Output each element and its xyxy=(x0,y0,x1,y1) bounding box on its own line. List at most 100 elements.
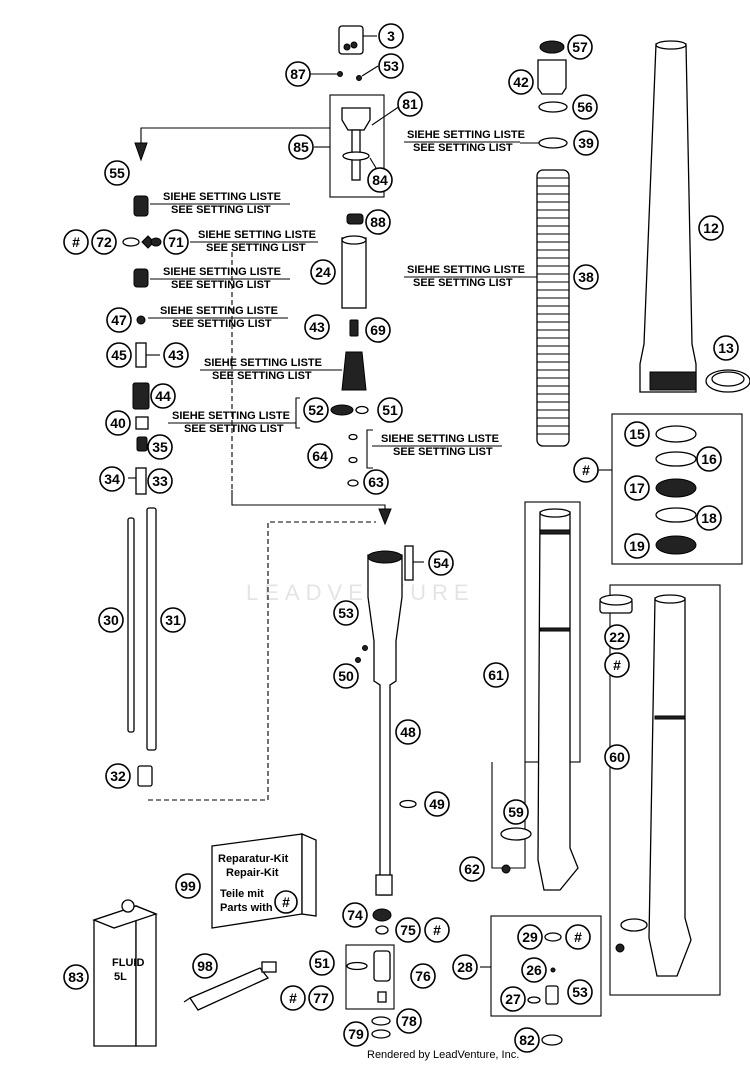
callout-62[interactable]: 62 xyxy=(459,856,485,882)
part-83-fluid-can[interactable] xyxy=(92,899,158,1047)
callout-16[interactable]: 16 xyxy=(696,446,722,472)
part-61-inner-tube[interactable] xyxy=(524,501,581,891)
callout-57[interactable]: 57 xyxy=(567,34,593,60)
callout-51b[interactable]: 51 xyxy=(309,950,335,976)
part-44-spring[interactable] xyxy=(132,382,150,410)
part-88-cap[interactable] xyxy=(346,213,364,225)
callout-12[interactable]: 12 xyxy=(698,215,724,241)
callout-52[interactable]: 52 xyxy=(303,397,329,423)
callout-72h[interactable]: # xyxy=(63,229,89,255)
part-24-cylinder[interactable] xyxy=(341,235,367,309)
callout-98[interactable]: 98 xyxy=(192,953,218,979)
callout-79[interactable]: 79 xyxy=(343,1021,369,1047)
callout-32[interactable]: 32 xyxy=(105,763,131,789)
part-shim-stack-2[interactable] xyxy=(133,268,149,288)
callout-29[interactable]: 29 xyxy=(517,924,543,950)
part-shim-stack-1[interactable] xyxy=(133,195,149,217)
callout-61[interactable]: 61 xyxy=(483,662,509,688)
part-3-cap[interactable] xyxy=(338,25,364,55)
part-13-ring[interactable] xyxy=(705,369,750,393)
callout-13[interactable]: 13 xyxy=(713,335,739,361)
callout-60[interactable]: 60 xyxy=(604,744,630,770)
callout-54[interactable]: 54 xyxy=(428,550,454,576)
callout-26[interactable]: 26 xyxy=(521,957,547,983)
callout-99[interactable]: 99 xyxy=(175,873,201,899)
callout-47[interactable]: 47 xyxy=(106,307,132,333)
callout-18[interactable]: 18 xyxy=(696,505,722,531)
part-12-outer-tube[interactable] xyxy=(639,40,697,393)
part-60-fork-leg[interactable] xyxy=(609,584,721,996)
callout-76[interactable]: 76 xyxy=(410,963,436,989)
callout-78[interactable]: 78 xyxy=(396,1008,422,1034)
part-76-bottom-valve[interactable] xyxy=(345,944,395,1010)
part-42-top-cap[interactable] xyxy=(537,59,567,95)
part-22-cap[interactable] xyxy=(599,594,633,614)
part-43-69-valve[interactable] xyxy=(349,319,359,337)
part-85-adjuster-assembly[interactable] xyxy=(329,94,385,198)
callout-59[interactable]: 59 xyxy=(503,799,529,825)
callout-35[interactable]: 35 xyxy=(147,434,173,460)
callout-69[interactable]: 69 xyxy=(365,317,391,343)
part-30-rod[interactable] xyxy=(127,517,135,733)
callout-44[interactable]: 44 xyxy=(150,383,176,409)
callout-75h[interactable]: # xyxy=(424,917,450,943)
callout-40[interactable]: 40 xyxy=(105,410,131,436)
callout-75[interactable]: 75 xyxy=(395,917,421,943)
callout-74[interactable]: 74 xyxy=(342,902,368,928)
callout-24[interactable]: 24 xyxy=(310,259,336,285)
callout-39[interactable]: 39 xyxy=(573,130,599,156)
callout-81[interactable]: 81 xyxy=(397,91,423,117)
callout-48[interactable]: 48 xyxy=(395,719,421,745)
part-38-spring[interactable] xyxy=(536,169,570,447)
callout-63a[interactable]: 63 xyxy=(363,469,389,495)
callout-51a[interactable]: 51 xyxy=(377,397,403,423)
callout-56[interactable]: 56 xyxy=(572,94,598,120)
part-54-clip[interactable] xyxy=(404,545,414,581)
part-57-cap[interactable] xyxy=(539,40,565,54)
callout-33[interactable]: 33 xyxy=(147,468,173,494)
callout-49[interactable]: 49 xyxy=(424,791,450,817)
callout-17[interactable]: 17 xyxy=(624,475,650,501)
callout-77[interactable]: 77 xyxy=(308,985,334,1011)
callout-22h[interactable]: # xyxy=(604,652,630,678)
part-72-71-washers[interactable] xyxy=(122,235,162,249)
callout-31[interactable]: 31 xyxy=(160,607,186,633)
callout-71[interactable]: 71 xyxy=(163,229,189,255)
callout-50[interactable]: 50 xyxy=(333,663,359,689)
callout-42[interactable]: 42 xyxy=(508,69,534,95)
callout-53b[interactable]: 53 xyxy=(333,600,359,626)
part-64[interactable] xyxy=(348,433,358,464)
callout-88[interactable]: 88 xyxy=(365,209,391,235)
callout-15[interactable]: 15 xyxy=(624,421,650,447)
callout-38[interactable]: 38 xyxy=(573,264,599,290)
callout-34[interactable]: 34 xyxy=(99,466,125,492)
part-31-tube[interactable] xyxy=(146,507,157,751)
callout-87[interactable]: 87 xyxy=(285,61,311,87)
callout-28[interactable]: 28 xyxy=(452,954,478,980)
callout-64[interactable]: 64 xyxy=(307,443,333,469)
part-shim-stack-3[interactable] xyxy=(341,351,367,391)
callout-45[interactable]: 45 xyxy=(106,342,132,368)
part-45-valve[interactable] xyxy=(135,342,160,368)
callout-3[interactable]: 3 xyxy=(378,23,404,49)
callout-hash[interactable]: # xyxy=(573,457,599,483)
callout-30[interactable]: 30 xyxy=(98,607,124,633)
part-98-grease-tube[interactable] xyxy=(183,961,277,1011)
callout-55[interactable]: 55 xyxy=(104,160,130,186)
part-48-damper-body[interactable] xyxy=(367,550,403,896)
callout-22[interactable]: 22 xyxy=(604,624,630,650)
callout-82[interactable]: 82 xyxy=(514,1027,540,1053)
callout-43b[interactable]: 43 xyxy=(163,342,189,368)
part-99-repair-kit[interactable]: Reparatur-Kit Repair-Kit Teile mit Parts… xyxy=(211,833,317,929)
callout-85[interactable]: 85 xyxy=(288,134,314,160)
callout-53a[interactable]: 53 xyxy=(378,53,404,79)
callout-72[interactable]: 72 xyxy=(91,229,117,255)
part-52-51[interactable] xyxy=(330,404,369,416)
callout-84[interactable]: 84 xyxy=(367,167,393,193)
callout-29h[interactable]: # xyxy=(565,924,591,950)
callout-27[interactable]: 27 xyxy=(500,986,526,1012)
callout-53c[interactable]: 53 xyxy=(567,979,593,1005)
callout-83[interactable]: 83 xyxy=(63,964,89,990)
callout-43a[interactable]: 43 xyxy=(304,314,330,340)
callout-19[interactable]: 19 xyxy=(624,533,650,559)
